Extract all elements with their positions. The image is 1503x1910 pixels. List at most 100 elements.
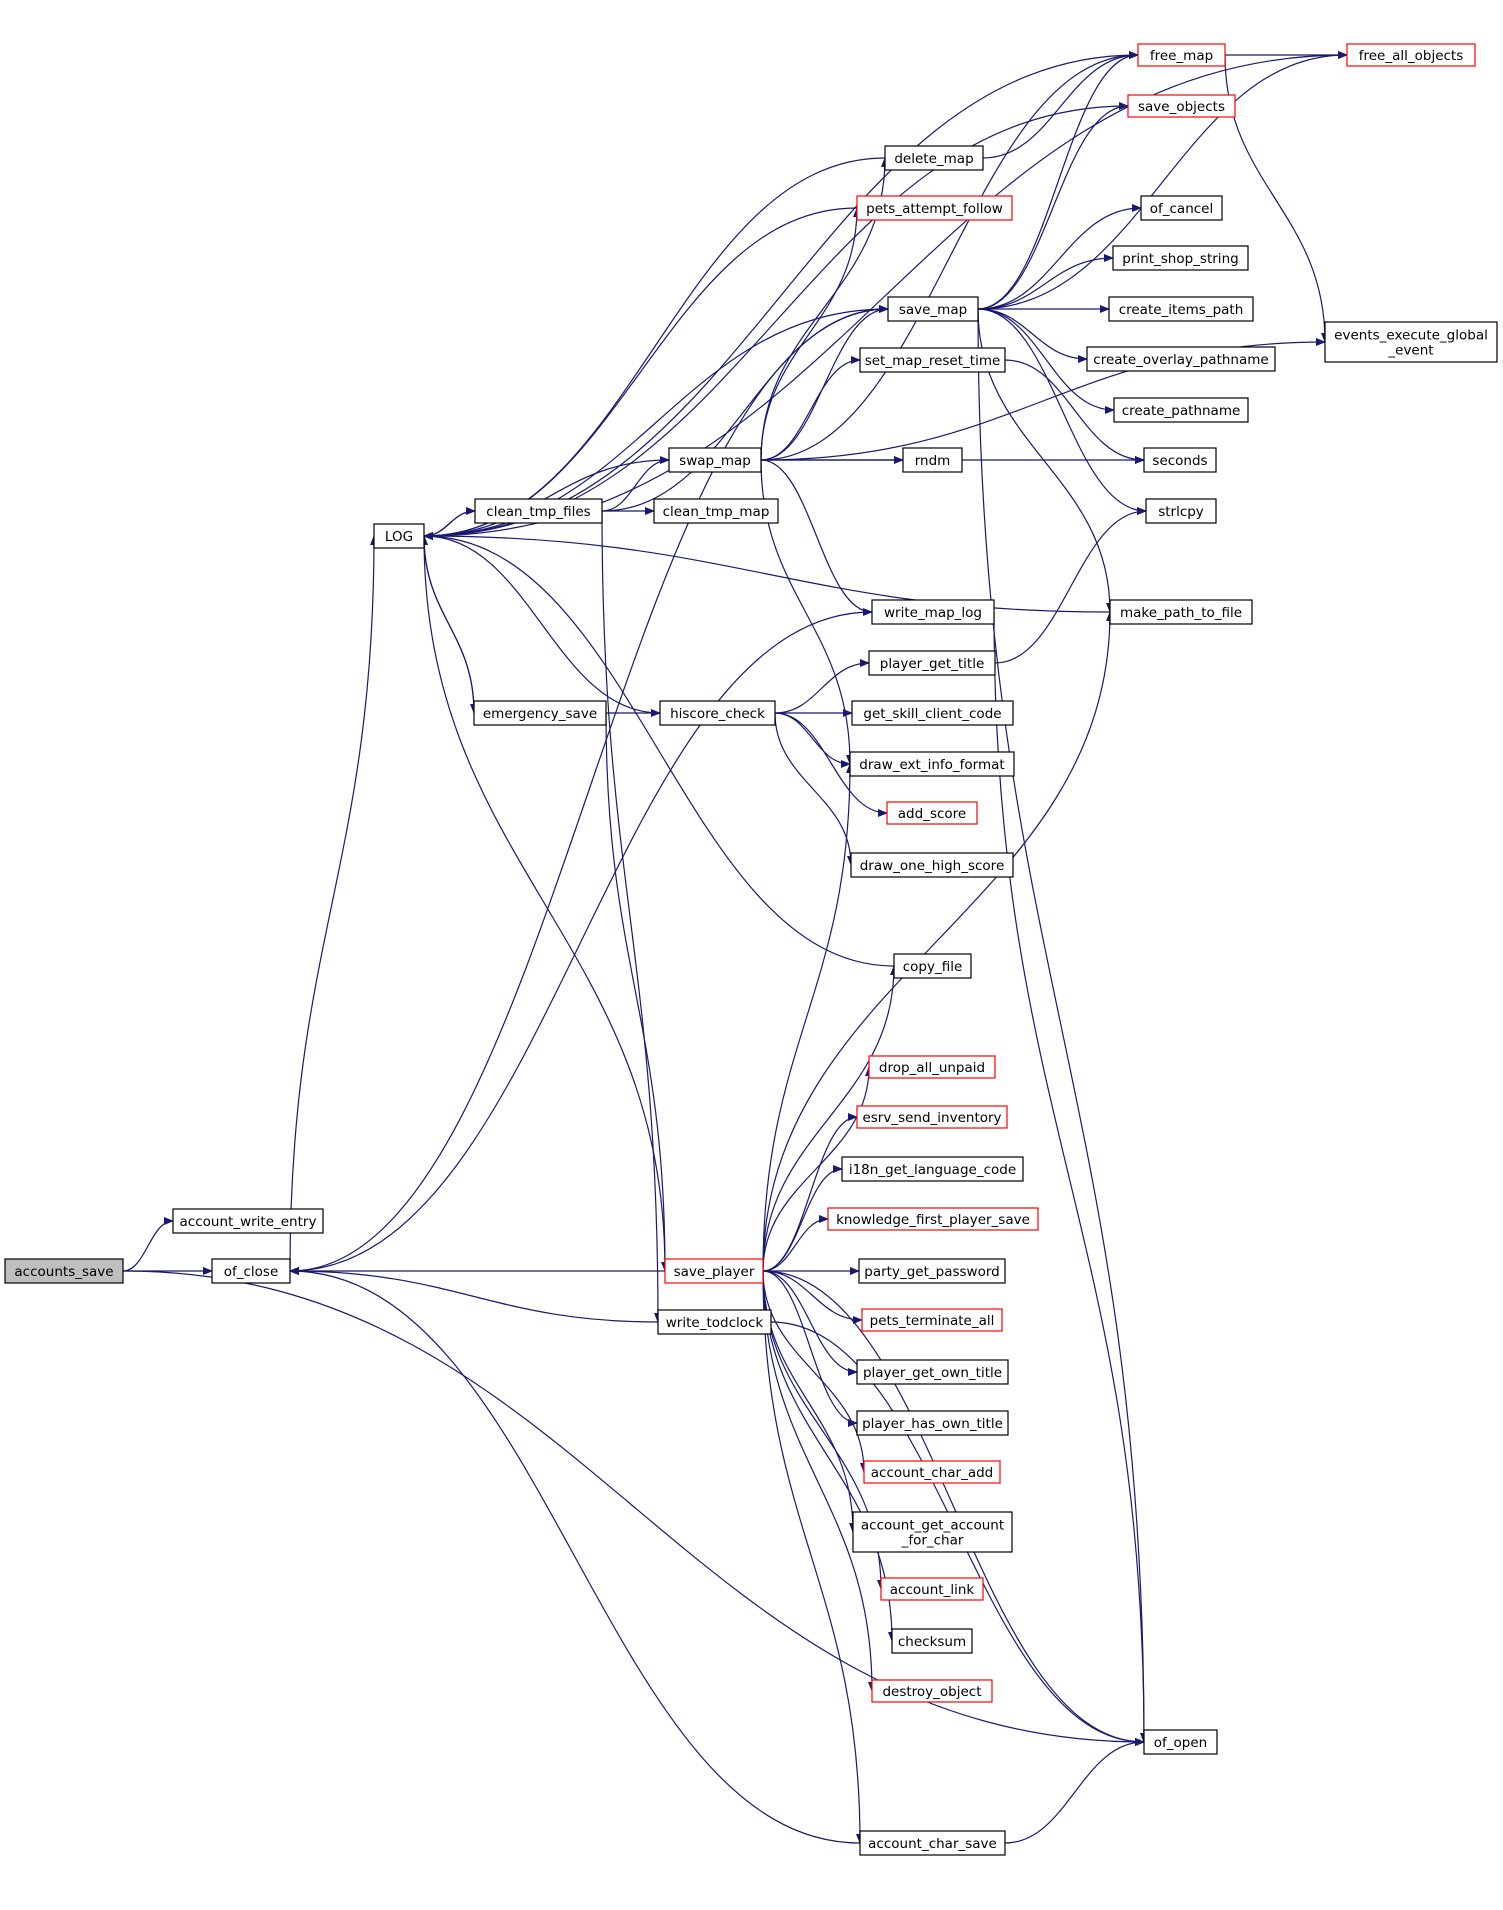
- edge-clean_tmp_files-to-write_todclock: [601, 510, 662, 1323]
- node-save_player[interactable]: save_player: [664, 1258, 764, 1284]
- node-free_map[interactable]: free_map: [1137, 43, 1226, 67]
- node-copy_file[interactable]: copy_file: [893, 953, 972, 979]
- node-i18n_get_language_code[interactable]: i18n_get_language_code: [841, 1156, 1024, 1182]
- node-account_link[interactable]: account_link: [880, 1577, 984, 1601]
- node-account_char_save[interactable]: account_char_save: [859, 1830, 1006, 1856]
- node-strlcpy[interactable]: strlcpy: [1145, 498, 1217, 524]
- node-pets_terminate_all[interactable]: pets_terminate_all: [861, 1308, 1003, 1332]
- node-label: rndm: [915, 453, 951, 469]
- edge-line: [762, 611, 1114, 1272]
- node-box: [1137, 43, 1226, 67]
- node-of_close[interactable]: of_close: [211, 1258, 291, 1284]
- node-label: destroy_object: [882, 1684, 981, 1700]
- node-emergency_save[interactable]: emergency_save: [473, 700, 607, 726]
- node-save_map[interactable]: save_map: [887, 296, 979, 322]
- node-label: of_open: [1154, 1735, 1207, 1751]
- edge-save_player-to-make_path_to_file: [762, 611, 1114, 1272]
- node-drop_all_unpaid[interactable]: drop_all_unpaid: [868, 1055, 996, 1079]
- node-label: create_pathname: [1122, 403, 1241, 419]
- edge-line: [994, 507, 1147, 664]
- node-label: clean_tmp_files: [486, 504, 590, 520]
- node-events_execute_global_event[interactable]: events_execute_global_event: [1324, 321, 1498, 363]
- edge-line: [289, 535, 378, 1272]
- node-box: [664, 1258, 764, 1284]
- node-box: [850, 852, 1014, 878]
- node-write_todclock[interactable]: write_todclock: [657, 1309, 772, 1335]
- edge-line: [289, 1267, 861, 1844]
- node-seconds[interactable]: seconds: [1143, 447, 1217, 473]
- edge-line: [762, 763, 854, 1272]
- node-swap_map[interactable]: swap_map: [668, 447, 762, 473]
- node-label: _for_char: [901, 1533, 964, 1549]
- node-player_get_title[interactable]: player_get_title: [868, 650, 996, 676]
- node-box: [841, 1156, 1024, 1182]
- edge-hiscore_check-to-LOG: [423, 532, 661, 714]
- node-label: emergency_save: [483, 706, 597, 722]
- node-box: [893, 953, 972, 979]
- node-account_write_entry[interactable]: account_write_entry: [172, 1208, 324, 1234]
- node-party_get_password[interactable]: party_get_password: [858, 1258, 1006, 1284]
- node-knowledge_first_player_save[interactable]: knowledge_first_player_save: [827, 1207, 1039, 1231]
- node-label: events_execute_global: [1334, 328, 1488, 344]
- node-box: [849, 751, 1015, 777]
- node-create_overlay_pathname[interactable]: create_overlay_pathname: [1086, 346, 1276, 372]
- node-make_path_to_file[interactable]: make_path_to_file: [1109, 599, 1253, 625]
- node-label: i18n_get_language_code: [849, 1162, 1016, 1178]
- node-clean_tmp_map[interactable]: clean_tmp_map: [653, 498, 779, 524]
- node-label: strlcpy: [1158, 504, 1204, 520]
- node-label: of_close: [224, 1264, 279, 1280]
- node-label: copy_file: [903, 959, 963, 975]
- node-account_get_account_for_char[interactable]: account_get_account_for_char: [852, 1511, 1013, 1553]
- edge-accounts_save-to-of_open: [122, 1270, 1145, 1746]
- node-draw_ext_info_format[interactable]: draw_ext_info_format: [849, 751, 1015, 777]
- edge-line: [122, 1270, 1145, 1746]
- node-player_get_own_title[interactable]: player_get_own_title: [856, 1359, 1009, 1385]
- node-LOG[interactable]: LOG: [373, 523, 425, 549]
- node-checksum[interactable]: checksum: [891, 1628, 973, 1654]
- node-print_shop_string[interactable]: print_shop_string: [1112, 245, 1249, 271]
- node-rndm[interactable]: rndm: [902, 447, 963, 473]
- node-box: [902, 447, 963, 473]
- edge-save_player-to-destroy_object: [762, 1270, 876, 1692]
- node-esrv_send_inventory[interactable]: esrv_send_inventory: [856, 1105, 1008, 1129]
- node-of_open[interactable]: of_open: [1143, 1729, 1218, 1755]
- edge-line: [423, 207, 858, 540]
- node-hiscore_check[interactable]: hiscore_check: [659, 700, 776, 726]
- node-account_char_add[interactable]: account_char_add: [863, 1460, 1001, 1484]
- edge-save_player-to-i18n_get_language_code: [762, 1165, 843, 1272]
- node-add_score[interactable]: add_score: [886, 801, 978, 825]
- node-box: [1145, 498, 1217, 524]
- node-box: [1109, 599, 1253, 625]
- node-label: pets_attempt_follow: [866, 201, 1003, 217]
- node-save_objects[interactable]: save_objects: [1127, 94, 1236, 118]
- node-accounts_save[interactable]: accounts_save: [4, 1258, 124, 1284]
- node-clean_tmp_files[interactable]: clean_tmp_files: [474, 498, 603, 524]
- edge-line: [760, 356, 861, 461]
- node-label: clean_tmp_map: [663, 504, 770, 520]
- node-of_cancel[interactable]: of_cancel: [1140, 195, 1223, 221]
- node-pets_attempt_follow[interactable]: pets_attempt_follow: [856, 195, 1013, 221]
- node-box: [653, 498, 779, 524]
- node-label: player_get_own_title: [863, 1365, 1002, 1381]
- node-box: [861, 1308, 1003, 1332]
- node-box: [473, 700, 607, 726]
- node-create_items_path[interactable]: create_items_path: [1108, 296, 1254, 322]
- edge-save_player-to-esrv_send_inventory: [762, 1113, 858, 1272]
- node-player_has_own_title[interactable]: player_has_own_title: [856, 1410, 1009, 1436]
- edge-line: [774, 712, 888, 817]
- node-box: [887, 296, 979, 322]
- edge-line: [420, 535, 666, 1272]
- edge-swap_map-to-set_map_reset_time: [760, 356, 861, 461]
- node-set_map_reset_time[interactable]: set_map_reset_time: [859, 347, 1006, 373]
- node-create_pathname[interactable]: create_pathname: [1113, 397, 1249, 423]
- node-draw_one_high_score[interactable]: draw_one_high_score: [850, 852, 1014, 878]
- node-get_skill_client_code[interactable]: get_skill_client_code: [851, 700, 1014, 726]
- node-destroy_object[interactable]: destroy_object: [871, 1679, 993, 1703]
- edge-line: [122, 1217, 174, 1272]
- node-write_map_log[interactable]: write_map_log: [871, 599, 995, 625]
- edge-hiscore_check-to-draw_one_high_score: [774, 712, 855, 866]
- edge-save_map-to-create_pathname: [977, 308, 1115, 414]
- node-delete_map[interactable]: delete_map: [884, 145, 984, 171]
- node-free_all_objects[interactable]: free_all_objects: [1346, 43, 1476, 67]
- node-label: swap_map: [679, 453, 751, 469]
